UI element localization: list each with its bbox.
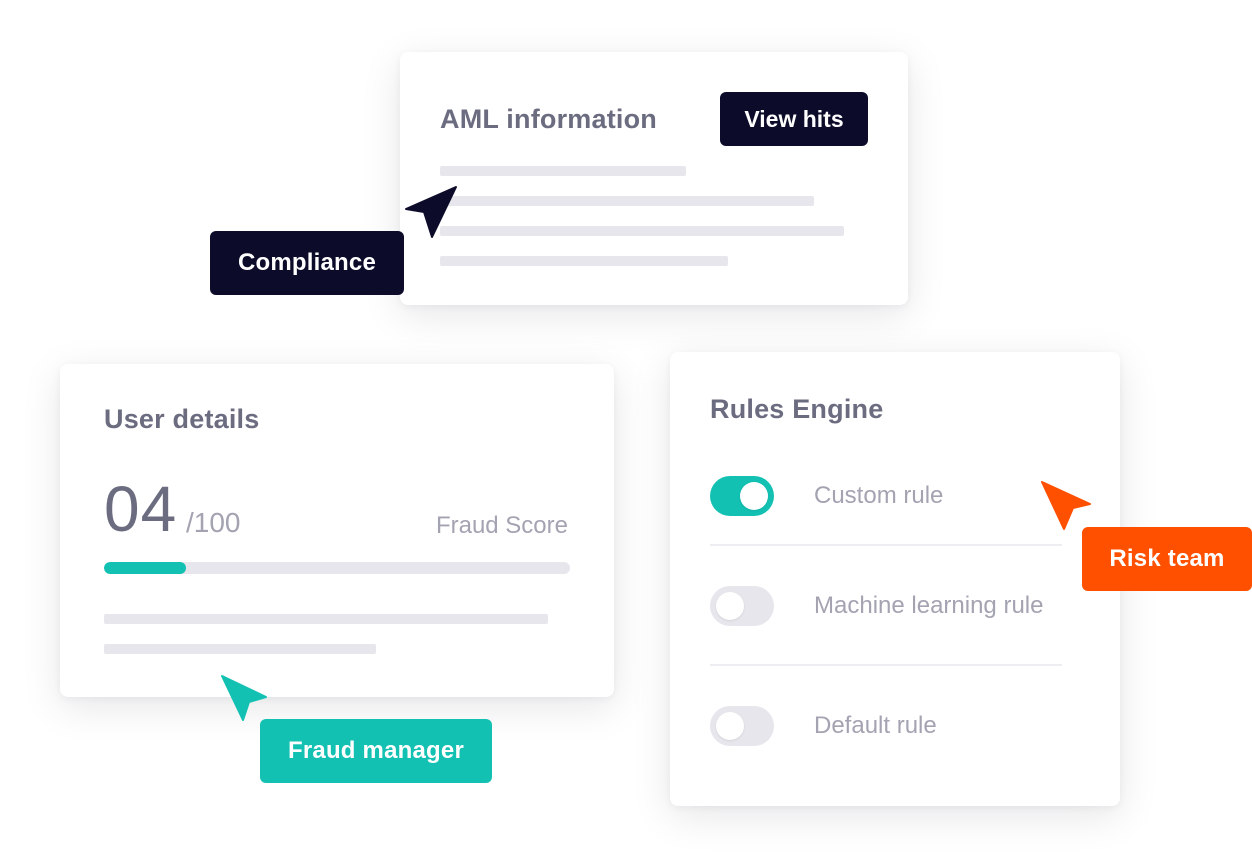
user-card-title: User details: [104, 404, 260, 434]
divider: [710, 664, 1062, 666]
risk-team-tag: Risk team: [1082, 527, 1252, 591]
user-details-card: User details 04 /100 Fraud Score: [60, 364, 614, 697]
divider: [710, 544, 1062, 546]
view-hits-button[interactable]: View hits: [720, 92, 868, 146]
placeholder-line: [440, 256, 728, 266]
fraud-manager-cursor-icon: [221, 675, 267, 721]
machine-learning-rule-toggle[interactable]: [710, 586, 774, 626]
compliance-cursor-icon: [405, 186, 457, 238]
placeholder-line: [440, 226, 844, 236]
fraud-manager-tag: Fraud manager: [260, 719, 492, 783]
toggle-knob: [716, 592, 744, 620]
fraud-score-max: /100: [186, 507, 241, 538]
compliance-tag: Compliance: [210, 231, 404, 295]
custom-rule-toggle[interactable]: [710, 476, 774, 516]
rule-label: Default rule: [814, 712, 937, 739]
aml-information-card: AML information View hits: [400, 52, 908, 305]
aml-card-title: AML information: [440, 104, 657, 134]
rule-label: Machine learning rule: [814, 592, 1044, 619]
rule-label: Custom rule: [814, 482, 944, 509]
toggle-knob: [716, 712, 744, 740]
fraud-score-value: 04: [104, 473, 178, 545]
fraud-score-progress-fill: [104, 562, 186, 574]
rule-row-machine-learning: Machine learning rule: [710, 576, 1062, 636]
fraud-score-label: Fraud Score: [435, 512, 568, 539]
placeholder-line: [104, 644, 376, 654]
rules-engine-card: Rules Engine Custom rule Machine learnin…: [670, 352, 1120, 806]
default-rule-toggle[interactable]: [710, 706, 774, 746]
toggle-knob: [740, 482, 768, 510]
rules-card-title: Rules Engine: [710, 394, 884, 424]
placeholder-line: [440, 166, 686, 176]
rule-row-custom: Custom rule: [710, 466, 1062, 526]
placeholder-line: [104, 614, 548, 624]
fraud-score-progress-bar: [104, 562, 570, 574]
placeholder-line: [440, 196, 814, 206]
risk-team-cursor-icon: [1041, 481, 1091, 530]
rule-row-default: Default rule: [710, 696, 1062, 756]
